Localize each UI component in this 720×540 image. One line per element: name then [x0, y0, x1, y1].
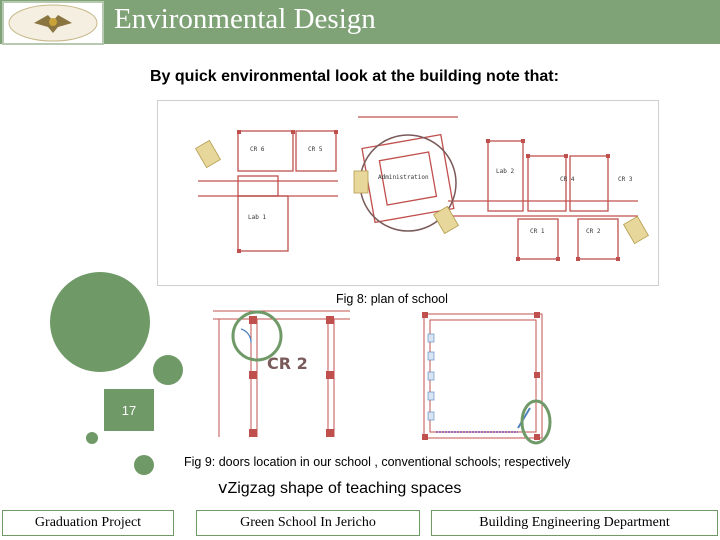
school-plan-figure: CR 6 CR 5 Administration Lab 2 CR 4 CR 3… [157, 100, 659, 286]
plan-room-cr4: CR 4 [560, 176, 575, 183]
footer-center: Green School In Jericho [196, 510, 420, 536]
university-logo [2, 1, 104, 45]
door-detail-conventional-school [418, 312, 556, 445]
bullet-text: Zigzag shape of teaching spaces [227, 480, 462, 497]
plan-room-lab1: Lab 1 [248, 214, 266, 221]
decor-circle-medium [153, 355, 183, 385]
header-bar [0, 0, 720, 44]
plan-room-administration: Administration [378, 174, 429, 181]
plan-room-cr5: CR 5 [308, 146, 323, 153]
detail-room-label: CR 2 [267, 354, 308, 373]
footer-right: Building Engineering Department [431, 510, 718, 536]
decor-circle-large [50, 272, 150, 372]
slide-number: 17 [104, 389, 154, 431]
plan-room-cr3: CR 3 [618, 176, 633, 183]
decor-circle-small [86, 432, 98, 444]
plan-room-cr1: CR 1 [530, 228, 545, 235]
fig8-caption: Fig 8: plan of school [336, 292, 448, 306]
plan-room-cr6: CR 6 [250, 146, 265, 153]
plan-room-cr2: CR 2 [586, 228, 601, 235]
slide-subtitle: By quick environmental look at the build… [150, 68, 559, 85]
bullet-marker: v [218, 478, 228, 497]
footer-left: Graduation Project [2, 510, 174, 536]
plan-room-lab2: Lab 2 [496, 168, 514, 175]
page-title: Environmental Design [114, 3, 376, 35]
decor-circle-bottom [134, 455, 154, 475]
fig9-caption: Fig 9: doors location in our school , co… [184, 455, 571, 469]
bullet-point: vZigzag shape of teaching spaces [218, 478, 461, 498]
door-detail-our-school: CR 2 [213, 307, 350, 441]
